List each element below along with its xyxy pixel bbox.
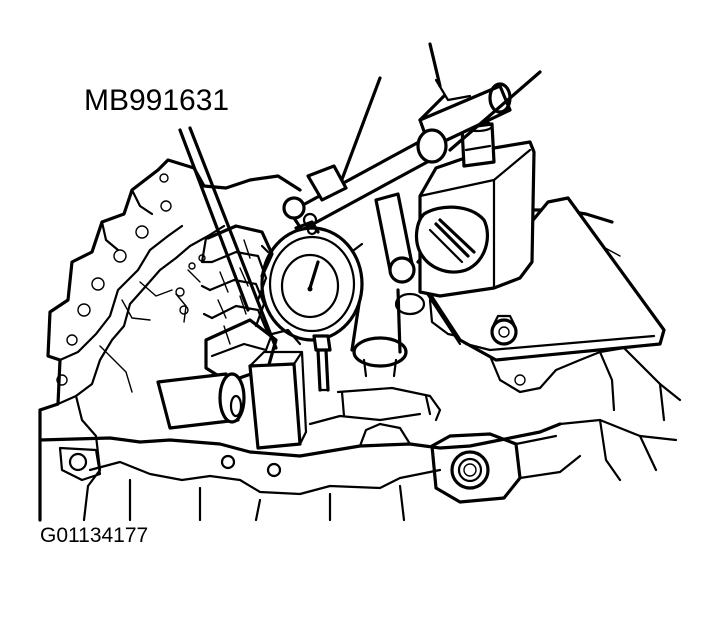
- lower-case-flange: [38, 418, 678, 522]
- figure-id: G01134177: [40, 524, 149, 547]
- stand-arms: [282, 42, 542, 378]
- special-tool-label: MB991631: [84, 84, 230, 117]
- dial-indicator: [260, 220, 364, 392]
- transmission-case: [38, 158, 302, 522]
- inner-gear-assembly: [156, 224, 442, 450]
- callout-leader: [178, 126, 278, 350]
